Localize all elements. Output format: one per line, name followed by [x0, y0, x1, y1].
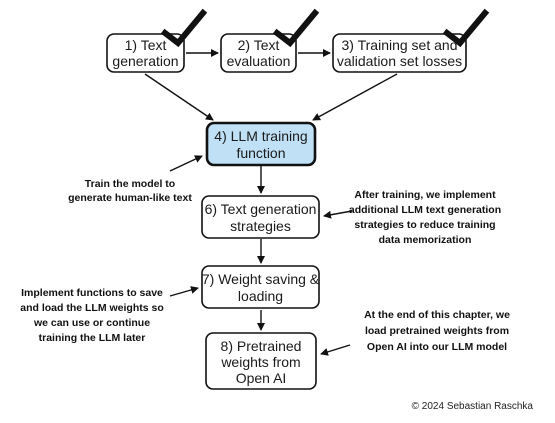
checkmark-icon	[160, 8, 208, 48]
step-label-line: 7) Weight saving &	[202, 271, 320, 287]
checkmark-icon	[272, 8, 320, 48]
step-box-losses: 3) Training set and validation set losse…	[332, 33, 467, 73]
annotation-line: At the end of this chapter, we	[364, 309, 510, 321]
step-box-text-generation-rect	[106, 33, 185, 73]
arrow-1-to-4	[144, 73, 214, 121]
step-label-line: Open AI	[236, 370, 287, 386]
step-box-llm-training-function: 4) LLM training function	[205, 121, 317, 167]
step-label-line: evaluation	[227, 53, 291, 69]
step-box-llm-training-function-rect	[205, 121, 317, 167]
step-box-pretrained-weights: 8) Pretrained weights from Open AI	[205, 332, 317, 390]
copyright-credit: © 2024 Sebastian Raschka	[412, 401, 534, 412]
annotation-line: additional LLM text generation	[349, 204, 501, 216]
step-label-line: 2) Text	[238, 37, 280, 53]
annotation-line: training the LLM later	[39, 332, 146, 344]
annotation-line: and load the LLM weights so	[20, 302, 164, 314]
annotation-implement-functions: Implement functions to save and load the…	[20, 287, 164, 344]
annotation-arrow-after-training	[323, 210, 353, 219]
annotation-line: strategies to reduce training	[354, 219, 495, 231]
annotation-after-training: After training, we implement additional …	[349, 189, 501, 246]
annotation-end-of-chapter: At the end of this chapter, we load pret…	[364, 309, 510, 353]
step-label-line: 8) Pretrained	[221, 338, 302, 354]
annotation-line: Implement functions to save	[21, 287, 163, 299]
arrow-3-to-4	[312, 73, 398, 121]
step-label-line: function	[236, 145, 285, 161]
step-box-weight-saving-loading-rect	[201, 265, 320, 309]
step-label-line: strategies	[230, 218, 291, 234]
annotation-line: generate human-like text	[68, 192, 192, 204]
step-label-line: validation set losses	[337, 53, 462, 69]
step-label-line: 1) Text	[125, 37, 167, 53]
annotation-line: Train the model to	[85, 178, 175, 190]
annotation-line: After training, we implement	[354, 189, 496, 201]
step-box-text-evaluation: 2) Text evaluation	[220, 33, 297, 73]
step-label-line: weights from	[220, 354, 300, 370]
step-box-pretrained-weights-rect	[205, 332, 317, 390]
annotation-arrow-implement-functions	[169, 286, 199, 297]
checkmark-icon	[442, 8, 490, 48]
step-box-text-generation: 1) Text generation	[106, 33, 185, 73]
step-box-losses-rect	[332, 33, 467, 73]
annotation-line: Open AI into our LLM model	[367, 341, 507, 353]
annotation-arrow-end-of-chapter	[320, 344, 351, 356]
step-label-line: loading	[238, 288, 283, 304]
annotation-line: we can use or continue	[33, 317, 150, 329]
step-label-line: 3) Training set and	[342, 37, 458, 53]
annotation-train-model: Train the model to generate human-like t…	[68, 178, 192, 204]
step-label-line: 4) LLM training	[214, 128, 307, 144]
annotation-line: load pretrained weights from	[365, 325, 509, 337]
step-box-weight-saving-loading: 7) Weight saving & loading	[201, 265, 320, 309]
annotation-arrow-train-model	[169, 155, 203, 172]
step-label-line: 6) Text generation	[205, 201, 317, 217]
step-box-text-evaluation-rect	[220, 33, 297, 73]
step-label-line: generation	[112, 53, 178, 69]
step-box-text-generation-strategies: 6) Text generation strategies	[201, 195, 320, 239]
step-box-text-generation-strategies-rect	[201, 195, 320, 239]
annotation-line: data memorization	[379, 234, 472, 246]
